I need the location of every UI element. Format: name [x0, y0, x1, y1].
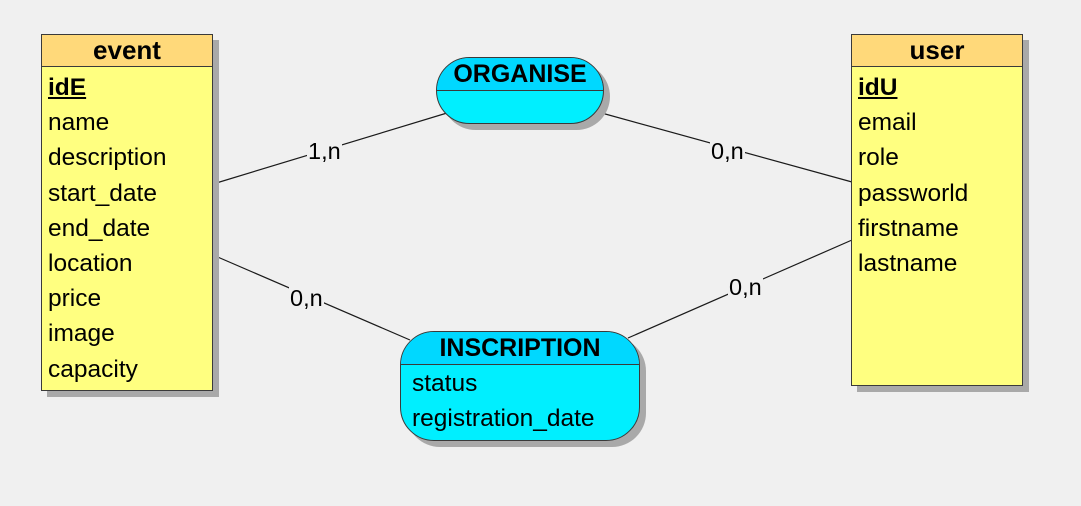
association-organise-title: ORGANISE [437, 58, 603, 91]
event-field: idE [48, 74, 87, 101]
entity-user[interactable]: user idU email role passworld firstname … [851, 34, 1023, 386]
user-field: email [858, 109, 917, 137]
event-field: location [48, 249, 133, 277]
inscription-field: registration_date [412, 405, 595, 433]
entity-event-title: event [42, 35, 212, 67]
cardinality-user-organise: 0,n [710, 138, 745, 164]
entity-event[interactable]: event idE name description start_date en… [41, 34, 213, 391]
user-field: role [858, 144, 899, 172]
inscription-field: status [412, 370, 478, 397]
user-field: idU [858, 74, 898, 101]
event-field: name [48, 109, 110, 137]
event-field: image [48, 320, 115, 348]
event-field: end_date [48, 214, 151, 242]
association-inscription-title: INSCRIPTION [401, 332, 639, 365]
cardinality-event-inscription: 0,n [289, 285, 324, 311]
user-field: lastname [858, 249, 958, 277]
association-inscription[interactable]: INSCRIPTION status registration_date [400, 331, 640, 441]
cardinality-event-organise: 1,n [307, 138, 342, 164]
user-field: firstname [858, 214, 959, 242]
entity-user-title: user [852, 35, 1022, 67]
cardinality-user-inscription: 0,n [728, 274, 763, 300]
user-field: passworld [858, 179, 969, 207]
event-field: start_date [48, 179, 157, 207]
event-field: description [48, 144, 167, 172]
association-organise[interactable]: ORGANISE [436, 57, 604, 124]
event-field: capacity [48, 355, 138, 383]
event-field: price [48, 285, 102, 313]
